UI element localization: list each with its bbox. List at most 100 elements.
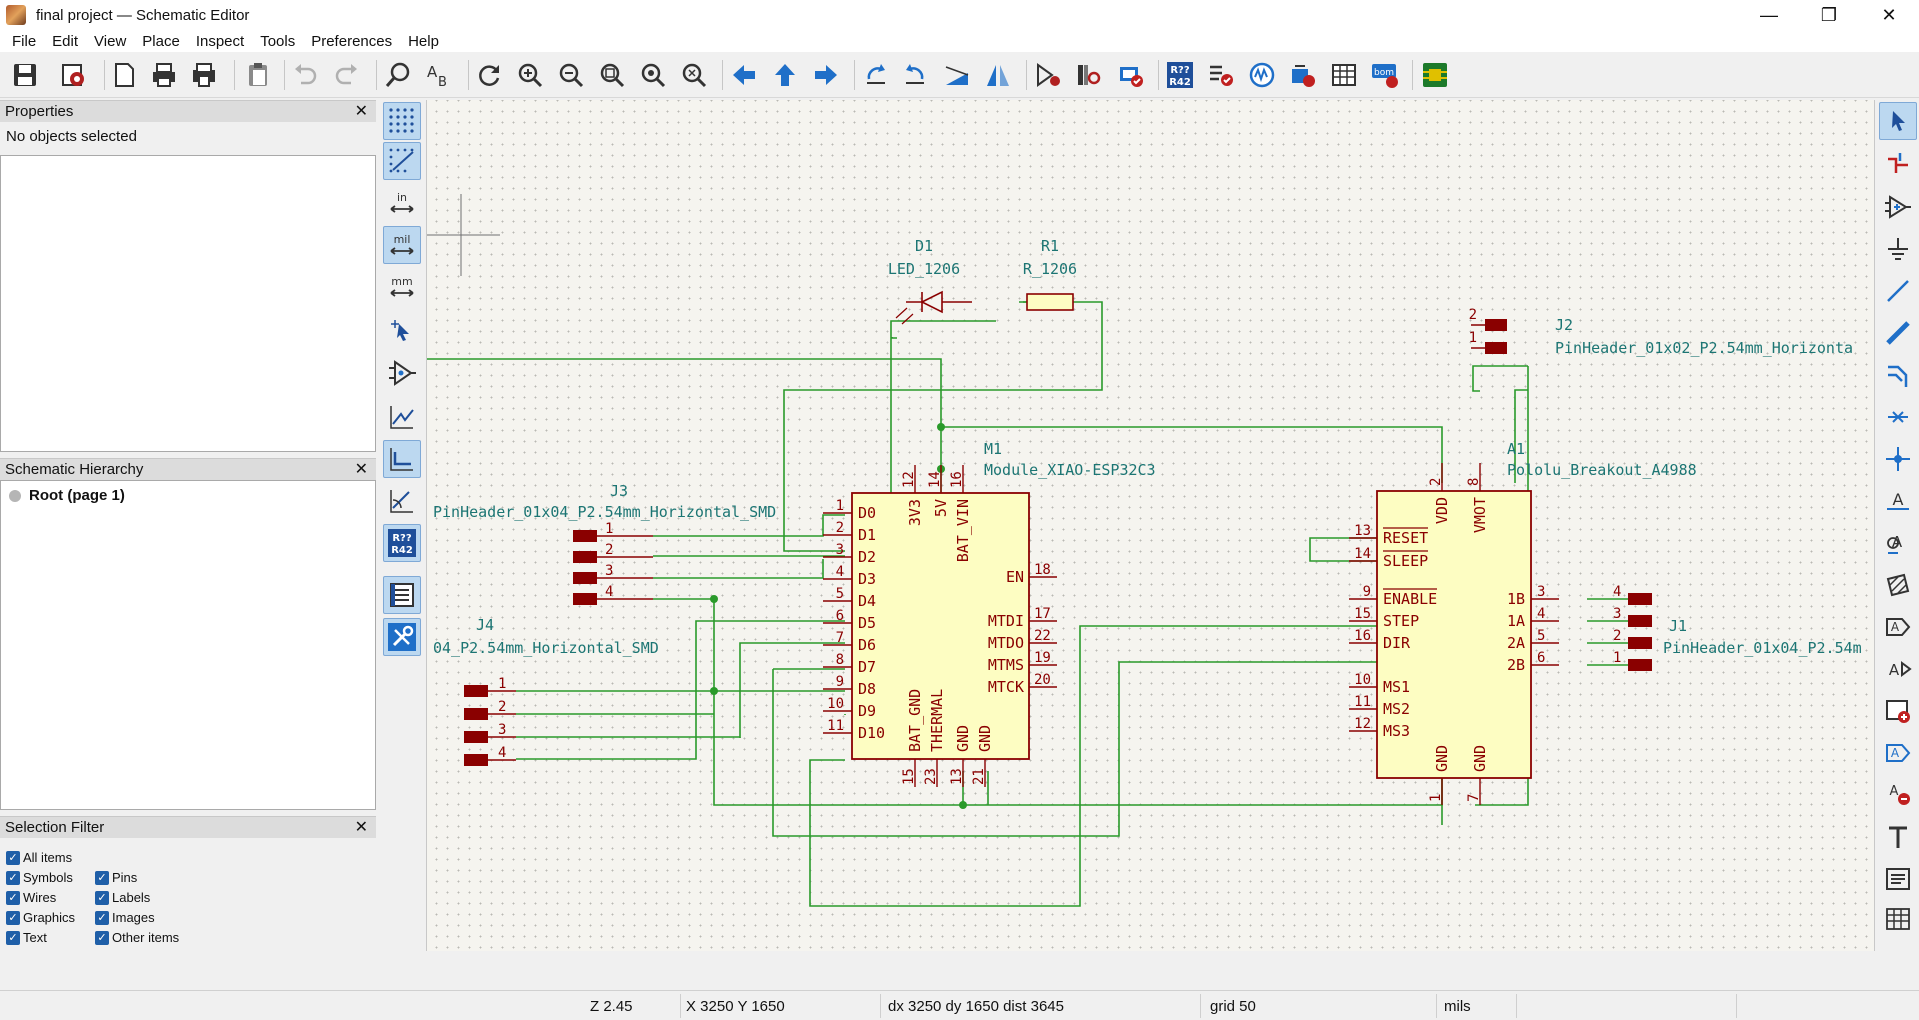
redo-icon[interactable] xyxy=(330,58,364,92)
add-table-icon[interactable] xyxy=(1879,900,1917,938)
units-inches-icon[interactable]: in xyxy=(383,184,421,222)
add-power-icon[interactable] xyxy=(1879,230,1917,268)
add-hierarchical-label-icon[interactable]: A xyxy=(1879,650,1917,688)
refresh-icon[interactable] xyxy=(472,58,506,92)
connector-j3[interactable]: J3 PinHeader_01x04_P2.54mm_Horizontal_SM… xyxy=(433,482,776,605)
cursor-shape-icon[interactable] xyxy=(383,312,421,350)
schematic-canvas[interactable]: D1 LED_1206 R1 R_1206 2 1 J2 PinHeader_0… xyxy=(426,100,1875,951)
menu-help[interactable]: Help xyxy=(408,32,439,50)
units-mm-icon[interactable]: mm xyxy=(383,268,421,306)
zoom-objects-icon[interactable] xyxy=(636,58,670,92)
generate-bom-icon[interactable]: bom xyxy=(1368,58,1402,92)
erc-icon[interactable] xyxy=(1204,58,1238,92)
grid-toggle-icon[interactable] xyxy=(383,102,421,140)
add-text-icon[interactable] xyxy=(1879,818,1917,856)
bom-table-icon[interactable] xyxy=(1327,58,1361,92)
navigate-up-icon[interactable] xyxy=(768,58,802,92)
maximize-button[interactable]: ❐ xyxy=(1820,4,1838,25)
rotate-cw-icon[interactable] xyxy=(899,58,933,92)
menu-edit[interactable]: Edit xyxy=(52,32,79,50)
hierarchy-navigator-icon[interactable] xyxy=(383,576,421,614)
add-netclass-icon[interactable]: A xyxy=(1879,524,1917,562)
close-properties-icon[interactable]: ✕ xyxy=(354,103,368,120)
plot-icon[interactable] xyxy=(187,58,221,92)
add-junction-icon[interactable] xyxy=(1879,440,1917,478)
zoom-selection-icon[interactable] xyxy=(677,58,711,92)
add-global-label-icon[interactable]: A xyxy=(1879,608,1917,646)
wire-angle-free-icon[interactable] xyxy=(383,398,421,436)
annotate-icon[interactable]: R?? R42 xyxy=(1163,58,1197,92)
save-icon[interactable] xyxy=(8,58,42,92)
hidden-pins-icon[interactable] xyxy=(383,354,421,392)
menu-tools[interactable]: Tools xyxy=(260,32,296,50)
schematic-setup-icon[interactable] xyxy=(57,58,91,92)
assign-footprints-icon[interactable] xyxy=(1286,58,1320,92)
menu-inspect[interactable]: Inspect xyxy=(195,32,245,50)
grid-override-icon[interactable] xyxy=(383,142,421,180)
navigate-forward-icon[interactable] xyxy=(809,58,843,92)
zoom-in-icon[interactable] xyxy=(513,58,547,92)
add-sheet-icon[interactable] xyxy=(1879,692,1917,730)
connector-j2[interactable]: 2 1 J2 PinHeader_01x02_P2.54mm_Horizonta xyxy=(1469,307,1853,357)
minimize-button[interactable]: — xyxy=(1760,4,1778,25)
find-icon[interactable] xyxy=(381,58,415,92)
no-connect-icon[interactable] xyxy=(1879,398,1917,436)
undo-icon[interactable] xyxy=(288,58,322,92)
mirror-horizontal-icon[interactable] xyxy=(981,58,1015,92)
symbol-editor-icon[interactable] xyxy=(1031,58,1065,92)
filter-wires[interactable]: ✓Wires xyxy=(6,890,56,905)
import-sheet-pin-icon[interactable]: A xyxy=(1879,774,1917,812)
zoom-out-icon[interactable] xyxy=(554,58,588,92)
filter-pins[interactable]: ✓Pins xyxy=(95,870,137,885)
rotate-ccw-icon[interactable] xyxy=(858,58,892,92)
close-selection-filter-icon[interactable]: ✕ xyxy=(354,819,368,836)
menu-file[interactable]: File xyxy=(12,32,37,50)
highlight-net-icon[interactable] xyxy=(1879,144,1917,182)
add-wire-icon[interactable] xyxy=(1879,272,1917,310)
paste-icon[interactable] xyxy=(241,58,275,92)
page-settings-icon[interactable] xyxy=(107,58,141,92)
symbol-browser-icon[interactable] xyxy=(1072,58,1106,92)
open-pcb-editor-icon[interactable] xyxy=(1418,58,1452,92)
filter-images[interactable]: ✓Images xyxy=(95,910,155,925)
units-mils-icon[interactable]: mil xyxy=(383,226,421,264)
wire-angle-90-icon[interactable] xyxy=(383,440,421,478)
simulator-icon[interactable] xyxy=(1245,58,1279,92)
footprint-assignment-icon[interactable] xyxy=(1113,58,1147,92)
menu-view[interactable]: View xyxy=(94,32,127,50)
filter-symbols[interactable]: ✓Symbols xyxy=(6,870,73,885)
resistor-r1[interactable]: R1 R_1206 xyxy=(1023,237,1077,311)
add-label-icon[interactable]: A xyxy=(1879,482,1917,520)
add-symbol-icon[interactable] xyxy=(1879,188,1917,226)
close-hierarchy-icon[interactable]: ✕ xyxy=(354,461,368,478)
close-button[interactable]: ✕ xyxy=(1881,4,1897,25)
add-textbox-icon[interactable] xyxy=(1879,860,1917,898)
led-d1[interactable]: D1 LED_1206 xyxy=(888,237,972,325)
annotation-toggle-icon[interactable]: R?? R42 xyxy=(383,524,421,562)
filter-graphics[interactable]: ✓Graphics xyxy=(6,910,75,925)
print-icon[interactable] xyxy=(147,58,181,92)
bus-entry-icon[interactable] xyxy=(1879,356,1917,394)
filter-all-items[interactable]: ✓All items xyxy=(6,850,72,865)
add-sheet-pin-icon[interactable]: A xyxy=(1879,734,1917,772)
add-bus-icon[interactable] xyxy=(1879,314,1917,352)
zoom-fit-icon[interactable] xyxy=(595,58,629,92)
navigate-back-icon[interactable] xyxy=(727,58,761,92)
hierarchy-root-item[interactable]: Root (page 1) xyxy=(9,487,125,504)
menu-place[interactable]: Place xyxy=(142,32,180,50)
filter-labels[interactable]: ✓Labels xyxy=(95,890,150,905)
filter-text[interactable]: ✓Text xyxy=(6,930,47,945)
mirror-vertical-icon[interactable] xyxy=(940,58,974,92)
properties-manager-icon[interactable] xyxy=(383,618,421,656)
filter-other-items[interactable]: ✓Other items xyxy=(95,930,179,945)
add-rule-area-icon[interactable] xyxy=(1879,566,1917,604)
select-tool-icon[interactable] xyxy=(1879,102,1917,140)
wire-angle-45-icon[interactable] xyxy=(383,482,421,520)
menu-preferences[interactable]: Preferences xyxy=(311,32,393,50)
connector-pad xyxy=(573,551,597,563)
